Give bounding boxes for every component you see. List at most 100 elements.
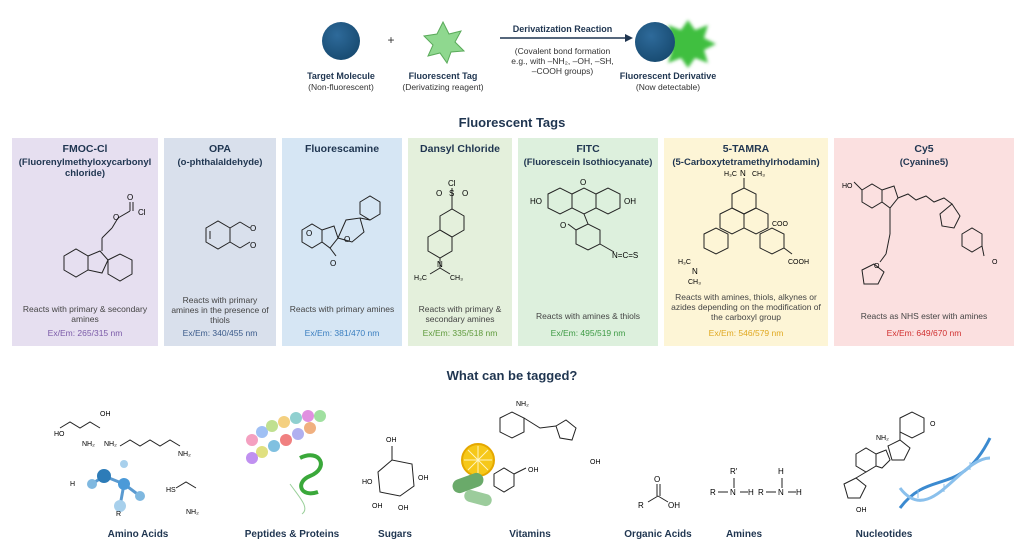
tag-sub: (Fluorenylmethyloxycarbonyl chloride) xyxy=(18,157,152,179)
tag-name: FMOC-Cl xyxy=(62,143,108,155)
chem-nh2: NH₂ xyxy=(516,401,529,408)
dansyl-structure: S O O Cl N H₃C CH₃ xyxy=(414,179,468,282)
tamra-structure: N H₃C CH₃ H₃C N CH₃ COO COOH xyxy=(678,169,809,286)
chem-n: N xyxy=(730,488,736,497)
tag-name: 5-TAMRA xyxy=(722,143,770,155)
tag-card-5-tamra: 5-TAMRA (5-Carboxytetramethylrhodamin) N … xyxy=(664,138,828,346)
category-organic-acids: Organic Acids xyxy=(624,529,692,540)
fluorescent-derivative-sub: (Now detectable) xyxy=(635,82,701,92)
amino-acids-graphic xyxy=(59,421,197,489)
chem-o: O xyxy=(127,193,133,202)
chem-o: O xyxy=(436,189,442,198)
chem-o: O xyxy=(580,178,586,187)
chem-r: R xyxy=(638,501,644,510)
tag-ex-em: Ex/Em: 546/579 nm xyxy=(708,328,784,338)
tag-name: Dansyl Chloride xyxy=(420,143,500,155)
target-molecule-sub: (Non-fluorescent) xyxy=(308,82,374,92)
derivatization-note-2: e.g., with –NH₂, –OH, –SH, xyxy=(511,56,614,66)
chem-h: H xyxy=(778,467,784,476)
tag-ex-em: Ex/Em: 265/315 nm xyxy=(47,328,123,338)
chem-oh: OH xyxy=(590,459,601,466)
derivative-circle xyxy=(635,22,675,62)
what-can-be-tagged-title: What can be tagged? xyxy=(446,368,578,383)
tag-card-fmoc-cl: FMOC-Cl (Fluorenylmethyloxycarbonyl chlor… xyxy=(12,138,158,346)
chem-oh: OH xyxy=(386,437,397,444)
chem-cl: Cl xyxy=(448,179,456,188)
chem-ho: HO xyxy=(530,197,542,206)
target-molecule-label: Target Molecule xyxy=(307,71,375,81)
category-peptides-proteins: Peptides & Proteins xyxy=(244,529,340,540)
tag-ex-em: Ex/Em: 381/470 nm xyxy=(304,328,380,338)
chem-ho: HO xyxy=(54,431,65,438)
tag-name: Cy5 xyxy=(914,143,934,155)
chem-o: O xyxy=(330,259,336,268)
chem-o: O xyxy=(462,189,468,198)
tag-description: Reacts with primary & secondary amines xyxy=(22,304,148,324)
fluorescent-tags-title: Fluorescent Tags xyxy=(458,115,566,130)
amine-structures xyxy=(718,478,796,493)
chem-o: O xyxy=(113,213,119,222)
tag-sub: (Cyanine5) xyxy=(899,157,949,168)
dna-helix-icon xyxy=(898,437,992,509)
derivatization-note-3: –COOH groups) xyxy=(531,66,594,76)
chem-n: N xyxy=(778,488,784,497)
lemon-slice-icon xyxy=(461,443,495,477)
chem-o: O xyxy=(344,235,350,244)
fluorescent-tag-sub: (Derivatizing reagent) xyxy=(402,82,484,92)
chem-ch3: CH₃ xyxy=(688,279,701,286)
chem-oh: OH xyxy=(624,197,636,206)
tag-name: Fluorescamine xyxy=(304,143,380,155)
tag-description: Reacts with primary & secondary amines xyxy=(418,304,502,324)
chem-cooh: COOH xyxy=(788,259,809,266)
chem-h: H xyxy=(748,488,754,497)
protein-ribbon xyxy=(299,453,323,496)
chem-h: H xyxy=(796,488,802,497)
chem-o: O xyxy=(560,221,566,230)
chem-o: O xyxy=(654,475,660,484)
chem-nh2: NH₂ xyxy=(104,441,117,448)
capsule-icon xyxy=(452,472,492,507)
tag-ex-em: Ex/Em: 335/518 nm xyxy=(422,328,498,338)
tag-card-dansyl-chloride: Dansyl Chloride S O O Cl N H₃C CH₃ React… xyxy=(408,138,512,346)
tag-description: Reacts as NHS ester with amines xyxy=(860,311,988,321)
tag-name: FITC xyxy=(576,143,600,155)
chem-h: H xyxy=(70,481,75,488)
tag-description: Reacts with primary amines xyxy=(289,304,395,314)
tag-card-opa: OPA(o-phthalaldehyde) O O Reacts with pr… xyxy=(164,138,276,346)
tag-sub: (5-Carboxytetramethylrhodamin) xyxy=(672,157,820,168)
chem-cl: Cl xyxy=(138,208,146,217)
organic-acid-structure xyxy=(647,484,669,503)
derivatization-title: Derivatization Reaction xyxy=(512,24,613,34)
fluorescent-tag-star xyxy=(422,20,466,65)
cy5-structure: HO O O xyxy=(842,181,998,285)
chem-oh: OH xyxy=(372,503,383,510)
reaction-graphic xyxy=(322,20,716,68)
fmoc-cl-structure: O Cl O xyxy=(63,193,146,282)
category-amines: Amines xyxy=(725,529,763,540)
chem-h3c: H₃C xyxy=(414,275,427,282)
chem-nh2: NH₂ xyxy=(186,509,199,516)
reaction-plus: + xyxy=(387,33,395,47)
derivatization-note-1: (Covalent bond formation xyxy=(514,46,611,56)
chem-n: N xyxy=(437,260,443,269)
derivative-star xyxy=(660,20,716,68)
chem-r-prime: R′ xyxy=(730,467,738,476)
chem-s: S xyxy=(449,189,454,198)
chem-coo: COO xyxy=(772,221,789,228)
chem-o: O xyxy=(874,263,880,270)
category-nucleotides: Nucleotides xyxy=(855,529,913,540)
chem-n: N xyxy=(740,169,746,178)
vitamin-structure xyxy=(493,411,577,493)
fluorescent-tag-label: Fluorescent Tag xyxy=(408,71,478,81)
tag-sub: (Fluorescein Isothiocyanate) xyxy=(523,157,653,168)
chem-ncs: N=C=S xyxy=(612,251,638,260)
chem-oh: OH xyxy=(528,467,539,474)
fluorescent-derivative-label: Fluorescent Derivative xyxy=(619,71,717,81)
chem-oh: OH xyxy=(856,507,867,514)
chem-o: O xyxy=(306,229,312,238)
chem-nh2: NH₂ xyxy=(82,441,95,448)
tag-card-fitc: FITC (Fluorescein Isothiocyanate) HO OH O… xyxy=(518,138,658,346)
chem-nh2: NH₂ xyxy=(876,435,889,442)
tag-description: Reacts with amines, thiols, alkynes or a… xyxy=(671,292,821,322)
peptide-bead-chain xyxy=(246,410,326,464)
